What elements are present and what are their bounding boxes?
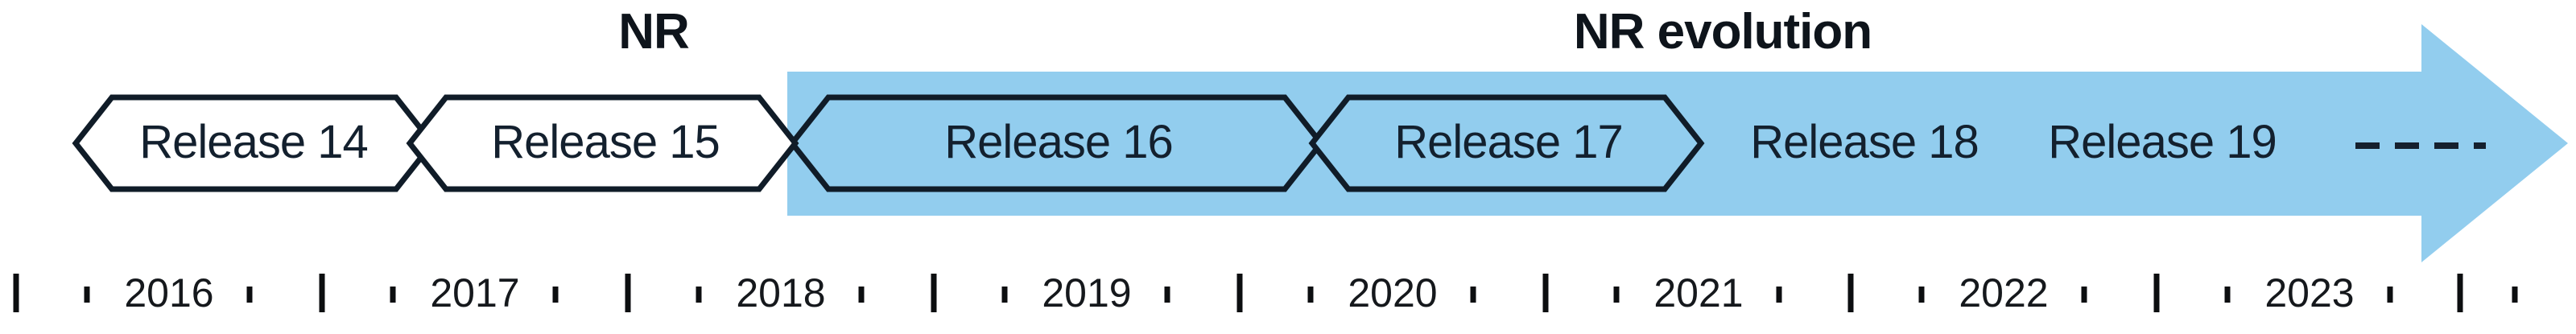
nr-evolution-phase-label: NR evolution (1574, 4, 1872, 60)
minor-tick (2224, 287, 2231, 303)
release-17-label: Release 17 (1394, 116, 1622, 168)
minor-tick (1470, 287, 1476, 303)
release-16-label: Release 16 (944, 116, 1172, 168)
year-label-2023: 2023 (2264, 270, 2354, 315)
minor-tick (1001, 287, 1008, 303)
minor-tick (696, 287, 702, 303)
minor-tick (1307, 287, 1314, 303)
year-label-2019: 2019 (1042, 270, 1131, 315)
release-17-chevron (1308, 94, 1705, 192)
major-tick (13, 274, 19, 312)
minor-tick (1918, 287, 1925, 303)
release-labels: Release 14 Release 15 Release 16 Release… (139, 116, 2277, 168)
phase-labels: NR NR evolution (618, 4, 1872, 60)
year-label-2017: 2017 (430, 270, 519, 315)
major-tick (2153, 274, 2160, 312)
year-label-2020: 2020 (1348, 270, 1437, 315)
nr-phase-label: NR (618, 4, 689, 60)
year-label-2016: 2016 (124, 270, 213, 315)
chevron-shapes (72, 94, 1705, 192)
major-tick (1847, 274, 1854, 312)
minor-tick (246, 287, 253, 303)
major-tick (625, 274, 631, 312)
minor-tick (1164, 287, 1170, 303)
year-label-2021: 2021 (1653, 270, 1743, 315)
minor-tick (2387, 287, 2393, 303)
band-arrowhead-icon (2421, 24, 2568, 262)
minor-tick (552, 287, 559, 303)
major-tick (931, 274, 937, 312)
release-15-label: Release 15 (491, 116, 719, 168)
minor-tick (2081, 287, 2087, 303)
major-tick (2457, 274, 2463, 312)
timeline-major-ticks (13, 274, 2463, 312)
year-label-2018: 2018 (736, 270, 825, 315)
minor-tick (858, 287, 865, 303)
major-tick (1542, 274, 1549, 312)
release-18-label: Release 18 (1750, 116, 1978, 168)
release-15-chevron (406, 94, 799, 192)
release-14-label: Release 14 (139, 116, 367, 168)
minor-tick (1776, 287, 1782, 303)
major-tick (1236, 274, 1243, 312)
minor-tick (1613, 287, 1620, 303)
major-tick (319, 274, 325, 312)
release-19-label: Release 19 (2048, 116, 2276, 168)
timeline-minor-ticks (84, 287, 2518, 303)
timeline-year-labels: 2016 2017 2018 2019 2020 2021 2022 2023 (124, 270, 2354, 315)
minor-tick (390, 287, 396, 303)
minor-tick (84, 287, 90, 303)
year-label-2022: 2022 (1959, 270, 2048, 315)
minor-tick (2512, 287, 2518, 303)
